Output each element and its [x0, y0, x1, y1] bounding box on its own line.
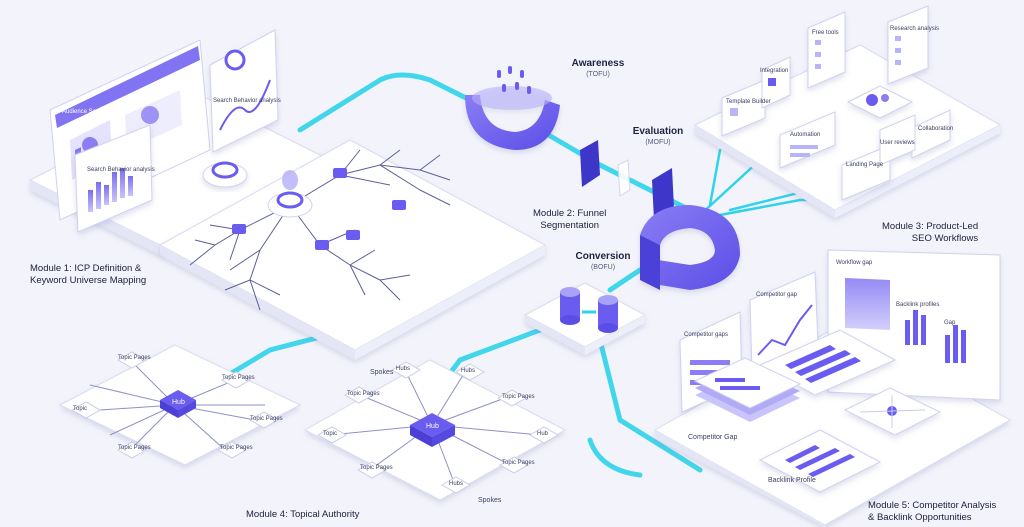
landing-page-label: Landing Page	[846, 162, 884, 168]
pipe-m1-to-awareness	[297, 72, 473, 133]
topic-pages-node-5: Topic Pages	[220, 445, 253, 451]
pipe-conversion-to-cylinders	[607, 267, 643, 293]
module-3-line-1: Module 3: Product-Led	[882, 221, 979, 232]
m1-tree-nodes	[232, 168, 406, 250]
conversion-cylinders	[560, 287, 618, 333]
topic-pages-node-3: Topic Pages	[250, 416, 283, 422]
evaluation-subtitle: (MOFU)	[645, 139, 671, 146]
integration-label: Integration	[760, 68, 789, 74]
m4-leaf-nodes	[70, 351, 560, 494]
m5-bars-plate	[758, 329, 897, 396]
module-4-label: Module 4: Topical Authority	[246, 509, 360, 520]
m1-keyword-tree	[189, 149, 451, 311]
m3-gear-hub	[846, 85, 914, 119]
m1-chart-card	[209, 29, 279, 153]
left-hub-label: Hub	[172, 399, 185, 406]
module-1-line-2: Keyword Universe Mapping	[30, 275, 147, 286]
module-5-label: Module 5: Competitor Analysis & Backlink…	[868, 500, 996, 524]
hubs-node-1: Hubs	[396, 366, 411, 372]
awareness-title: Awareness	[571, 58, 625, 69]
topic-pages-node-4: Topic Pages	[118, 445, 151, 451]
m1-bar-card	[74, 124, 153, 233]
search-behavior-title-2: Search Behavior analysis	[87, 167, 155, 173]
m5-backlink-plate	[758, 429, 882, 493]
stage-awareness: Awareness (TOFU)	[568, 58, 628, 80]
module-3-line-2: SEO Workflows	[911, 233, 979, 244]
competitor-gap-platform-label: Competitor Gap	[688, 434, 738, 441]
m4-left-hub-node	[160, 390, 196, 418]
backlink-profile-platform-label: Backlink Profile	[768, 477, 816, 484]
m3-platform	[693, 44, 1002, 218]
conversion-cylinders-platform	[523, 282, 647, 355]
hubs-node-3: Hubs	[449, 481, 464, 487]
module-2-line-1: Module 2: Funnel	[533, 208, 607, 219]
pipe-cylinders-to-m5	[597, 337, 703, 473]
m5-radar-plate	[843, 387, 942, 436]
module-2-line-2: Segmentation	[540, 220, 600, 231]
conversion-funnel-shape	[640, 205, 740, 290]
spokes-label-top: Spokes	[370, 369, 394, 376]
m4-right-hub-node	[410, 413, 455, 447]
pipe-m5-bottom	[587, 437, 643, 478]
automation-label: Automation	[790, 132, 821, 138]
awareness-subtitle: (TOFU)	[586, 71, 610, 78]
user-reviews-label: User reviews	[880, 140, 915, 146]
hubs-node-2: Hubs	[461, 368, 476, 374]
audience-segmentation-title: Audience Segmentation	[62, 109, 126, 115]
free-tools-label: Free tools	[812, 30, 839, 36]
topic-node-2: Topic	[323, 431, 338, 437]
stage-conversion: Conversion (BOFU)	[573, 251, 633, 273]
collaboration-label: Collaboration	[918, 126, 954, 132]
stage-evaluation: Evaluation (MOFU)	[628, 126, 688, 148]
conversion-subtitle: (BOFU)	[590, 264, 616, 271]
topic-pages-node-8: Topic Pages	[360, 465, 393, 471]
topic-pages-node-9: Topic Pages	[502, 460, 535, 466]
evaluation-title: Evaluation	[632, 126, 684, 137]
module-2-label: Module 2: Funnel Segmentation	[533, 208, 606, 232]
topic-node-1: Topic	[73, 406, 88, 412]
m1-tree-hub	[267, 170, 313, 218]
spokes-label-bottom: Spokes	[478, 497, 502, 504]
workflow-gap-label: Workflow gap	[836, 260, 873, 266]
module-1-line-1: Module 1: ICP Definition &	[30, 263, 142, 274]
m3-card-details	[730, 36, 901, 157]
conversion-title: Conversion	[575, 251, 631, 262]
topic-pages-node-6: Topic Pages	[347, 391, 380, 397]
module-5-line-2: & Backlink Opportunities	[868, 512, 972, 523]
competitor-gap-label: Competitor gap	[756, 292, 798, 298]
module-5-line-1: Module 5: Competitor Analysis	[868, 500, 997, 511]
awareness-funnel-shape	[465, 86, 560, 150]
m3-cards	[721, 5, 951, 201]
hub-node-leaf: Hub	[537, 431, 549, 437]
m5-stack-plates	[693, 357, 802, 422]
search-behavior-title-1: Search Behavior analysis	[213, 98, 281, 104]
competitor-gaps-label: Competitor gaps	[684, 332, 729, 338]
gap-label: Gap	[944, 320, 956, 326]
template-builder-label: Template Builder	[726, 99, 771, 105]
topic-pages-node-2: Topic Pages	[222, 375, 255, 381]
module-3-label: Module 3: Product-Led SEO Workflows	[882, 221, 978, 245]
evaluation-filters	[580, 140, 674, 220]
awareness-droplets	[497, 66, 531, 94]
m1-funnel-node	[202, 161, 248, 188]
right-hub-label: Hub	[426, 423, 439, 430]
topic-pages-node-7: Topic Pages	[502, 394, 535, 400]
m4-right-links	[329, 369, 541, 486]
topic-pages-node-1: Topic Pages	[118, 355, 151, 361]
module-1-label: Module 1: ICP Definition & Keyword Unive…	[30, 263, 146, 287]
research-analysis-label: Research analysis	[890, 26, 940, 32]
backlink-profiles-label: Backlink profiles	[896, 302, 940, 308]
